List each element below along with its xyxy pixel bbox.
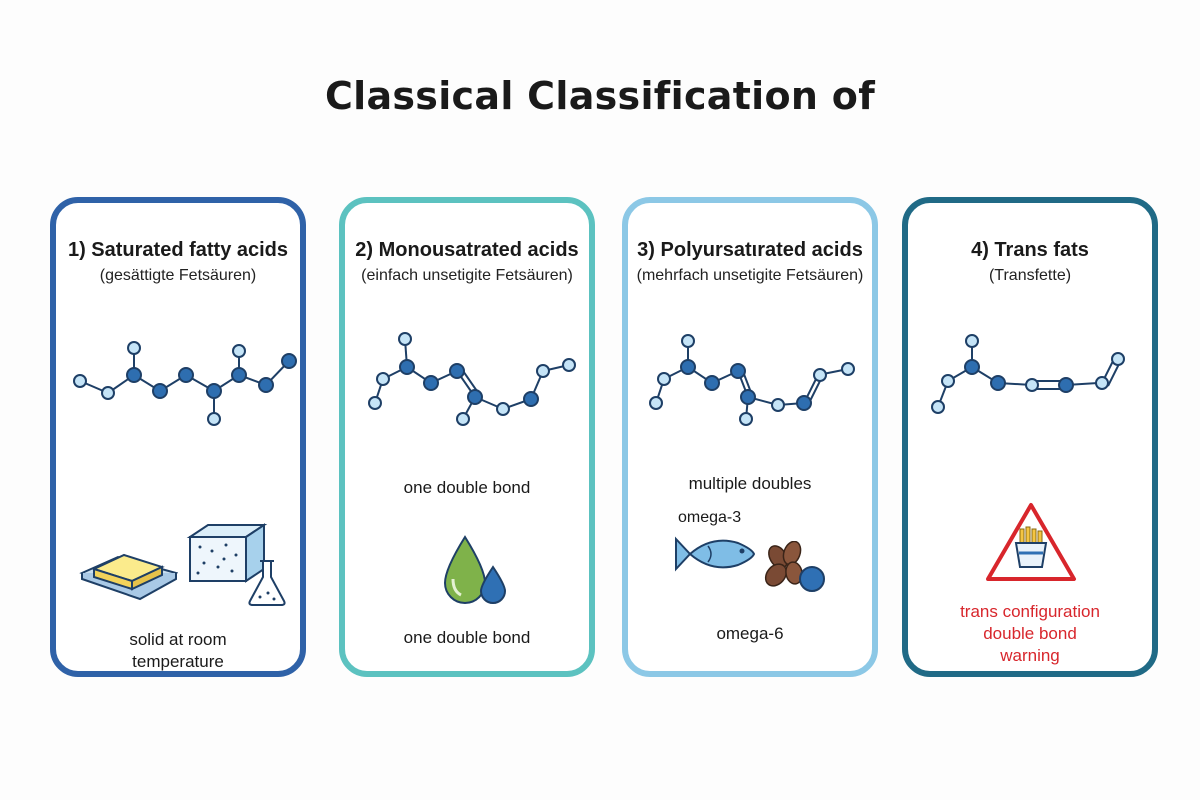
bond-label: multiple doubles (688, 474, 812, 493)
oil-drop-icon (443, 535, 507, 604)
warning-text: double bond (983, 624, 1077, 643)
nuts-icon (764, 541, 825, 592)
card-subtitle: (Transfette) (988, 267, 1072, 284)
omega3-label: omega-3 (678, 509, 742, 526)
card-title: 4) Trans fats (971, 239, 1089, 261)
trans-molecule-icon (931, 334, 1125, 414)
card-subtitle: (einfach unsetigite Fetsäuren) (361, 267, 573, 284)
card-trans-fats: 4) Trans fats (Transfette) (902, 197, 1158, 677)
card-monounsaturated: 2) Monousatrated acids (einfach unsetigi… (339, 197, 595, 677)
card-subtitle: (mehrfach unsetigite Fetsäuren) (636, 267, 864, 284)
saturated-molecule-icon (73, 341, 297, 426)
fish-icon (675, 536, 756, 572)
state-caption: temperature (132, 652, 224, 671)
warning-text: warning (1000, 646, 1060, 665)
bond-label: one double bond (403, 478, 531, 497)
card-subtitle: (gesättigte Fetsäuren) (99, 267, 257, 284)
state-caption: solid at room (129, 630, 227, 649)
butter-icon (79, 553, 178, 601)
polyunsaturated-molecule-icon (649, 334, 855, 426)
warning-text: trans configuration (960, 602, 1100, 621)
card-title: 2) Monousatrated acids (355, 239, 579, 261)
bond-caption: one double bond (403, 628, 531, 647)
card-saturated: 1) Saturated fatty acids (gesättigte Fet… (50, 197, 306, 677)
flask-icon (248, 560, 286, 606)
fries-icon (1014, 526, 1048, 568)
fat-block-icon (186, 523, 268, 583)
card-title: 1) Saturated fatty acids (67, 239, 289, 261)
page-title: Classical Classification of (324, 74, 876, 118)
card-polyunsaturated: 3) Polyursatιrated acids (mehrfach unset… (622, 197, 878, 677)
monounsaturated-molecule-icon (368, 332, 576, 426)
omega6-label: omega-6 (716, 624, 784, 643)
card-title: 3) Polyursatιrated acids (637, 239, 863, 261)
